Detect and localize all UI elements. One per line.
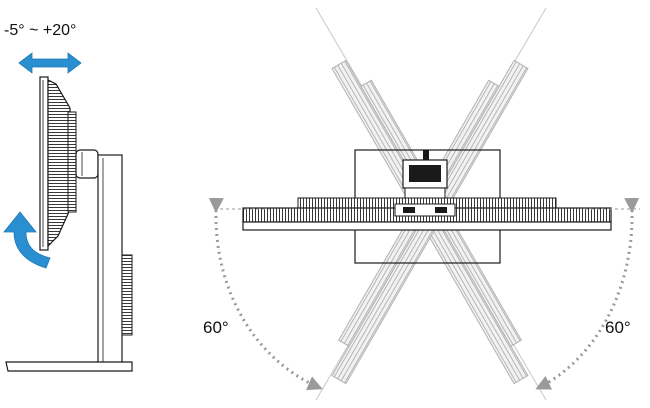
swivel-angle-right-label: 60° [605,318,631,337]
side-stand-column [97,154,133,366]
swivel-arrow-left-icon [208,197,323,391]
side-stand-base [5,361,133,372]
swivel-arrow-right-icon [535,197,640,390]
tilt-range-label: -5° ~ +20° [4,22,77,39]
side-view [3,52,133,372]
top-stand-neck [402,150,448,201]
side-hinge [75,149,99,179]
swivel-angle-left-label: 60° [203,318,229,337]
top-view [208,7,640,401]
rotate-arrow-icon [3,211,51,269]
side-monitor-panel [39,76,77,251]
top-monitor-panel [242,197,612,231]
tilt-arrow-icon [18,52,82,74]
